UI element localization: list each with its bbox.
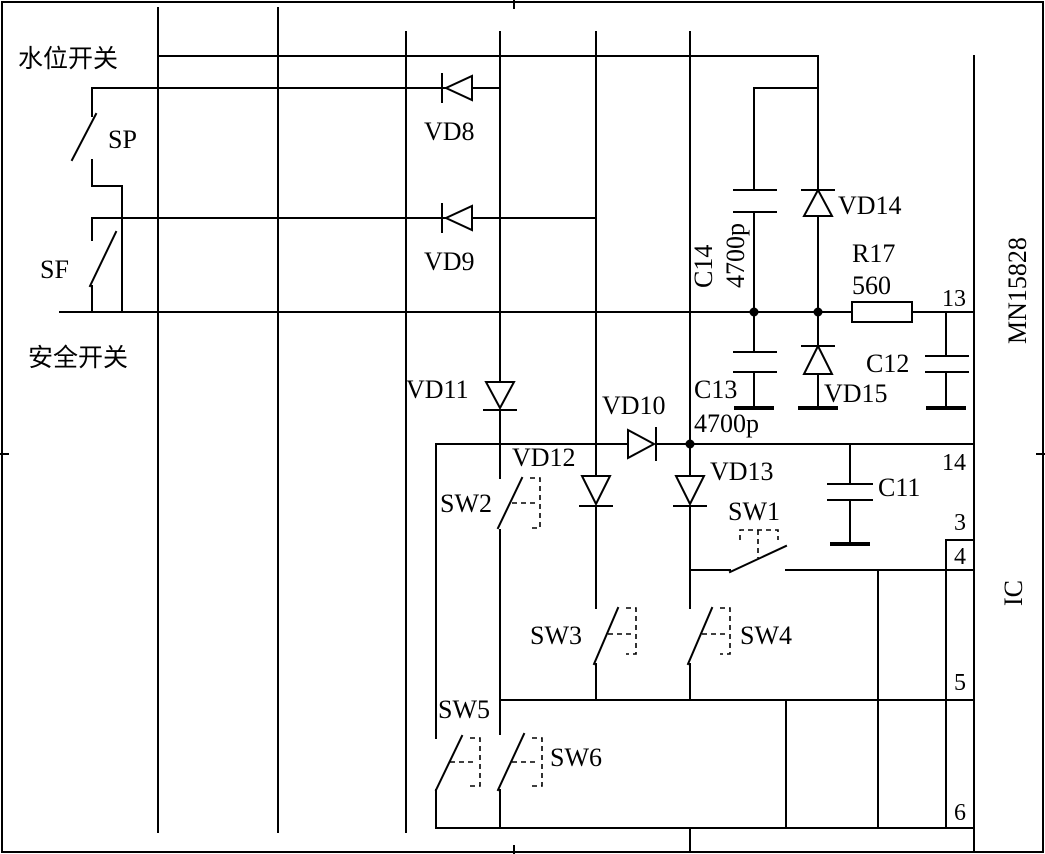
label-c12: C12 [866,349,909,378]
pin-14: 14 [942,450,966,476]
label-vd10: VD10 [602,391,666,420]
label-sw4: SW4 [740,621,792,650]
c14-capacitor [733,189,777,213]
c12-capacitor [925,311,969,410]
c11-capacitor [827,443,873,546]
c14-vd14-branch [753,87,819,313]
label-vd14: VD14 [838,191,902,220]
label-r17: R17 [852,239,895,268]
pin-13: 13 [942,286,966,312]
label-sf: SF [40,255,69,284]
label-safety-switch: 安全开关 [28,343,128,372]
label-c11: C11 [878,473,920,502]
pin-4: 4 [954,544,966,570]
vd15-diode [798,311,838,410]
label-vd13: VD13 [710,457,774,486]
sw6-switch [496,699,543,829]
label-sw1: SW1 [728,497,780,526]
r17-resistor [851,301,913,323]
label-sp: SP [108,125,137,154]
label-sw5: SW5 [438,695,490,724]
water-switch-wiring [91,55,819,313]
vd14-diode [801,187,835,217]
label-vd11: VD11 [406,375,469,404]
label-r17-value: 560 [852,271,891,300]
vertical-rails [157,7,691,853]
label-vd8: VD8 [424,117,475,146]
c13-capacitor [733,311,777,410]
sw4-switch [686,606,731,666]
label-vd9: VD9 [424,247,475,276]
label-sw6: SW6 [550,743,602,772]
label-vd15: VD15 [824,379,888,408]
vd11-diode [483,381,517,411]
pin-5: 5 [954,670,966,696]
label-sw2: SW2 [440,489,492,518]
vd9-diode [441,203,473,233]
label-ic-part: MN15828 [1003,237,1032,344]
vd12-diode [579,475,613,507]
pin-3: 3 [954,510,966,536]
label-c14-value: 4700p [721,223,750,288]
pin-6: 6 [954,800,966,826]
label-vd12: VD12 [512,443,576,472]
sw3-switch [592,606,637,666]
label-sw3: SW3 [530,621,582,650]
labels: 水位开关 安全开关 SP SF VD8 VD9 VD14 R17 560 C12… [18,44,1032,826]
vd10-diode [627,427,657,461]
ic-boundary [499,55,975,853]
label-water-switch: 水位开关 [18,44,118,73]
sw5-switch [434,734,501,829]
sp-switch [70,112,98,162]
sw1-switch [689,529,879,574]
vd13-diode [673,475,707,507]
sw2-switch [496,475,541,530]
label-c13-value: 4700p [694,409,759,438]
sf-switch [88,217,597,313]
label-c13: C13 [694,375,737,404]
vd8-diode [441,73,473,103]
pin14-line [435,443,975,739]
label-ic: IC [999,580,1028,606]
label-c14: C14 [689,245,718,288]
